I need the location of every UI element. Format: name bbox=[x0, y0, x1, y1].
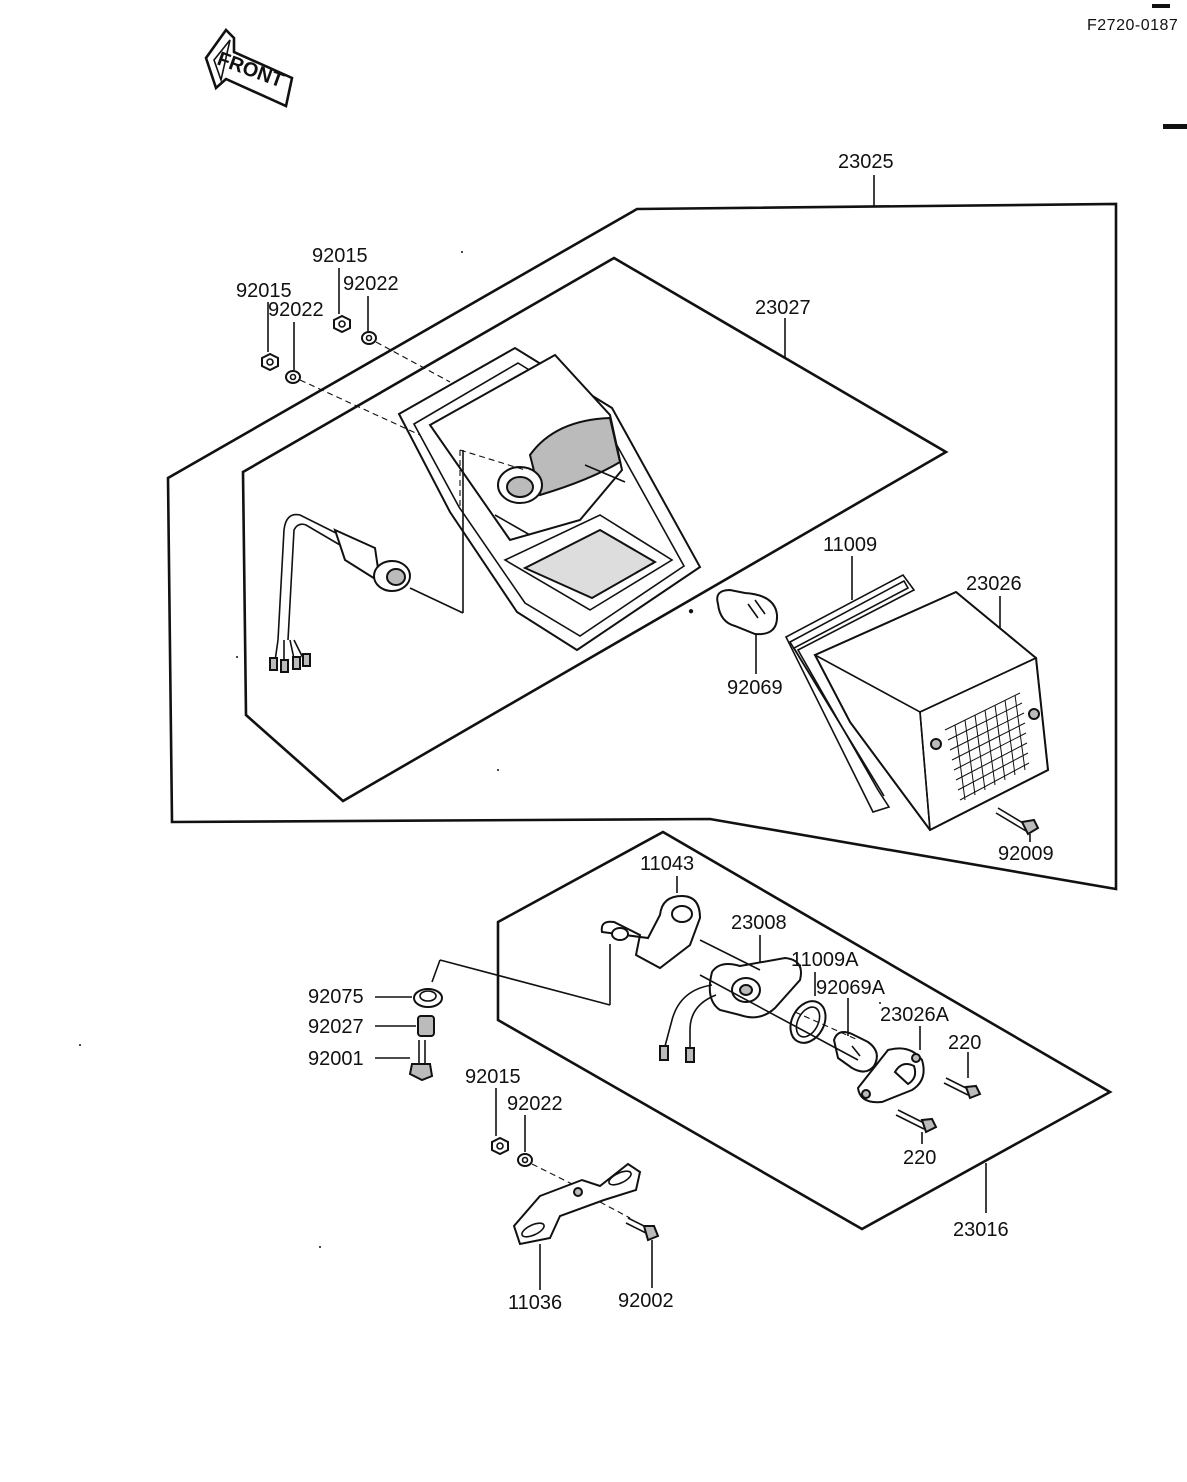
bolt-92002 bbox=[599, 1201, 660, 1288]
bracket-11036 bbox=[512, 1162, 642, 1290]
wiring-socket bbox=[269, 450, 464, 673]
grommet-92075 bbox=[375, 988, 443, 1008]
callout-11043: 11043 bbox=[640, 853, 694, 875]
screw-220-lower bbox=[895, 1109, 938, 1144]
callout-23026A: 23026A bbox=[880, 1004, 950, 1026]
bulb-92069 bbox=[716, 588, 779, 674]
bolt-92001 bbox=[375, 1040, 434, 1082]
callout-92022: 92022 bbox=[507, 1093, 563, 1115]
nut-92015-lower bbox=[491, 1088, 509, 1156]
corner-mark bbox=[1152, 4, 1170, 8]
assembly-outline-23025 bbox=[166, 202, 1118, 891]
callout-23027: 23027 bbox=[755, 297, 811, 319]
assembly-outline-23016 bbox=[496, 830, 1113, 1231]
scan-specks bbox=[79, 251, 881, 1248]
front-arrow: FRONT bbox=[204, 27, 294, 108]
callout-11009A: 11009A bbox=[791, 949, 859, 971]
callout-220: 220 bbox=[903, 1147, 936, 1169]
bulb-92069A bbox=[832, 998, 878, 1073]
callout-23016: 23016 bbox=[953, 1219, 1009, 1241]
callout-92022: 92022 bbox=[268, 299, 324, 321]
stud-leader-left bbox=[299, 379, 421, 436]
screw-92009 bbox=[995, 807, 1040, 842]
assembly-outline-23027 bbox=[241, 256, 949, 803]
callout-92022: 92022 bbox=[343, 273, 399, 295]
callout-23008: 23008 bbox=[731, 912, 787, 934]
lens-23026 bbox=[813, 590, 1050, 832]
callout-92002: 92002 bbox=[618, 1290, 674, 1312]
gasket-11009A bbox=[789, 972, 827, 1044]
callout-23026: 23026 bbox=[966, 573, 1022, 595]
screw-220-upper bbox=[943, 1052, 982, 1100]
drawing-code: F2720-0187 bbox=[1087, 17, 1178, 34]
bracket-11043 bbox=[431, 876, 702, 1006]
nut-92015-right bbox=[333, 314, 351, 334]
callout-92015: 92015 bbox=[465, 1066, 521, 1088]
callout-92015: 92015 bbox=[312, 245, 368, 267]
lens-23026A bbox=[699, 974, 925, 1104]
callout-92015: 92015 bbox=[236, 280, 292, 302]
collar-92027 bbox=[375, 1015, 435, 1037]
nut-92015-left bbox=[261, 352, 279, 372]
washer-92022-right bbox=[361, 331, 377, 345]
callout-11009: 11009 bbox=[823, 534, 877, 556]
svg-text:●: ● bbox=[688, 606, 694, 617]
callout-92069: 92069 bbox=[727, 677, 783, 699]
lens-gasket-11009 bbox=[784, 556, 916, 813]
socket-23008 bbox=[659, 935, 802, 1063]
callout-92001: 92001 bbox=[308, 1048, 364, 1070]
callout-92009: 92009 bbox=[998, 843, 1054, 865]
lamp-housing bbox=[397, 346, 702, 652]
edge-mark bbox=[1163, 124, 1187, 129]
callout-11036: 11036 bbox=[508, 1292, 562, 1314]
callout-92069A: 92069A bbox=[816, 977, 886, 999]
callout-23025: 23025 bbox=[838, 151, 894, 173]
callout-92027: 92027 bbox=[308, 1016, 364, 1038]
washer-92022-lower bbox=[517, 1115, 581, 1189]
callout-220: 220 bbox=[948, 1032, 981, 1054]
stud-leader-right bbox=[375, 341, 451, 383]
washer-92022-left bbox=[285, 370, 301, 384]
callout-92075: 92075 bbox=[308, 986, 364, 1008]
